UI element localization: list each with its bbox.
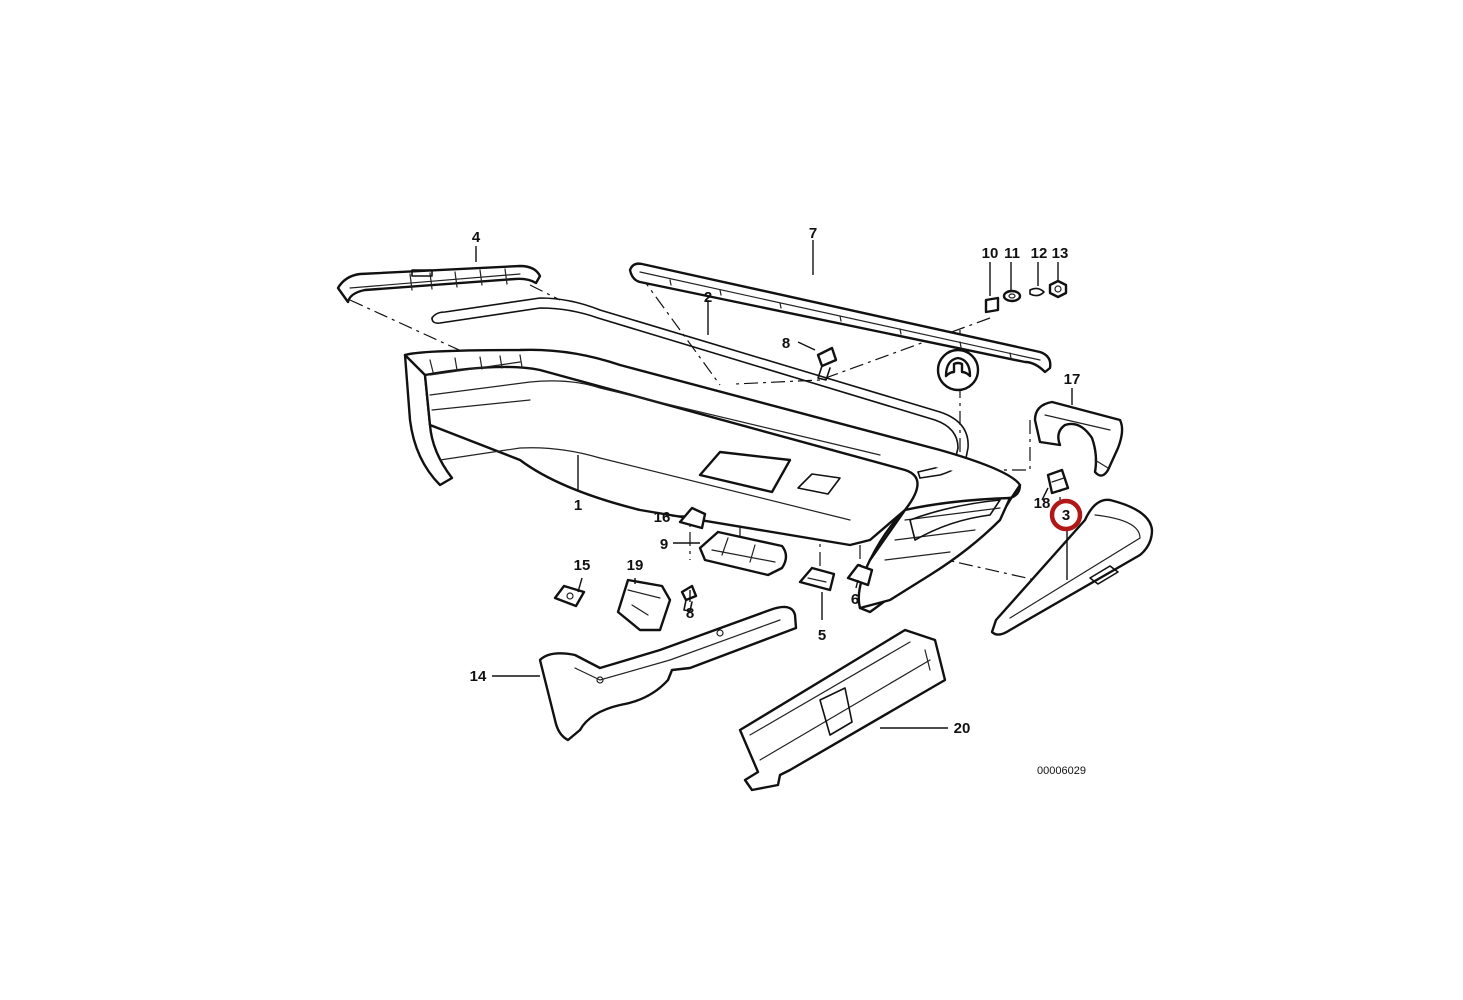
highlight-circle <box>1049 498 1083 532</box>
part-12-spring-washer <box>1029 287 1045 297</box>
callout-8-upper: 8 <box>782 335 790 352</box>
part-20-lower-cover <box>738 628 947 792</box>
part-7-trim-strip <box>628 262 1052 374</box>
callout-14: 14 <box>470 668 487 685</box>
callout-7: 7 <box>809 225 817 242</box>
profile-detail-circle <box>936 348 980 392</box>
callout-8-lower: 8 <box>686 605 694 622</box>
part-17-bracket <box>1033 400 1124 477</box>
leader-lines <box>475 240 1073 729</box>
callout-12: 12 <box>1031 245 1048 262</box>
part-9-plate <box>698 530 788 577</box>
part-19-bracket <box>616 578 672 632</box>
part-16-clip <box>678 506 707 530</box>
part-6-clip <box>846 563 874 587</box>
part-14-lower-bracket <box>538 605 798 742</box>
part-11-washer <box>1002 289 1022 303</box>
part-4-side-trim-left <box>336 264 542 304</box>
part-8-screw-upper <box>816 346 838 381</box>
part-3-corner-trim <box>990 498 1154 636</box>
callout-6: 6 <box>851 591 859 608</box>
callout-4: 4 <box>472 229 481 246</box>
part-5-clip <box>798 566 836 592</box>
callout-18: 18 <box>1034 495 1051 512</box>
diagram-code: 00006029 <box>1037 765 1086 777</box>
callout-19: 19 <box>627 557 644 574</box>
part-13-nut <box>1048 279 1068 299</box>
callout-16: 16 <box>654 509 671 526</box>
callout-1: 1 <box>574 497 582 514</box>
part-10-bolt <box>984 296 1000 314</box>
callout-3: 3 <box>1062 507 1070 524</box>
callout-13: 13 <box>1052 245 1069 262</box>
callout-2: 2 <box>704 289 712 306</box>
callout-20: 20 <box>954 720 971 737</box>
part-8-screw-lower <box>680 584 698 612</box>
callout-10: 10 <box>982 245 999 262</box>
part-1-bumper-cover <box>403 348 1022 614</box>
callout-9: 9 <box>660 536 668 553</box>
callout-15: 15 <box>574 557 591 574</box>
callout-5: 5 <box>818 627 826 644</box>
part-18-clip <box>1046 468 1070 495</box>
callout-17: 17 <box>1064 371 1081 388</box>
part-15-nut <box>553 584 586 608</box>
callout-labels: 4 7 2 10 11 12 13 8 17 1 16 9 18 15 19 8… <box>470 225 1083 737</box>
callout-11: 11 <box>1004 245 1020 262</box>
